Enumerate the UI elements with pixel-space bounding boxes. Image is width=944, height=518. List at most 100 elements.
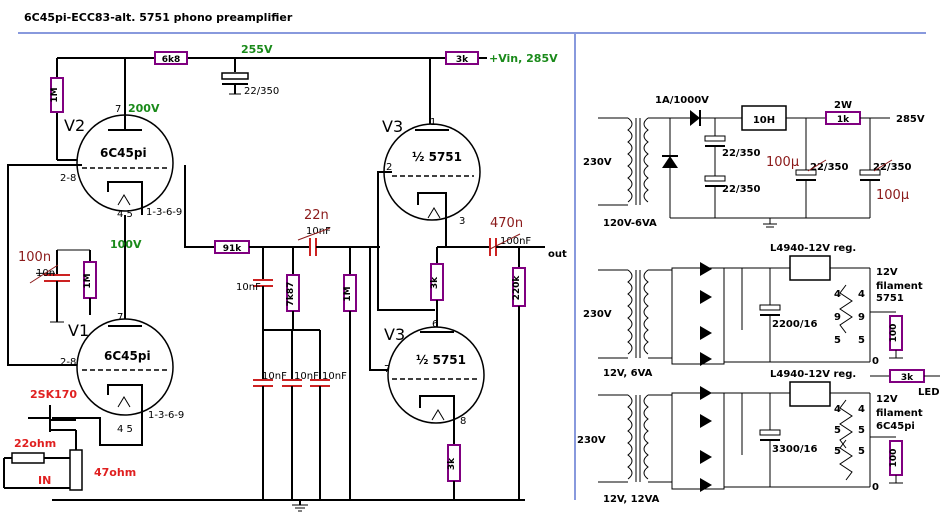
svg-text:8: 8 (460, 416, 466, 427)
svg-text:2200/16: 2200/16 (772, 319, 817, 330)
svg-text:3k: 3k (447, 457, 457, 470)
diagram-title: 6C45pi-ECC83-alt. 5751 phono preamplifie… (24, 11, 293, 24)
svg-text:3k: 3k (456, 55, 469, 65)
svg-text:100: 100 (889, 324, 899, 343)
svg-text:4: 4 (834, 404, 841, 415)
svg-text:100: 100 (889, 449, 899, 468)
svg-text:V1: V1 (68, 321, 89, 340)
tube-v2: V2 6C45pi 7 200V 2-8 1-3-6-9 4 5 (60, 90, 182, 220)
svg-text:IN: IN (38, 474, 51, 487)
svg-text:2-8: 2-8 (60, 357, 76, 368)
cap-10nf-strike: 10nF (306, 226, 331, 237)
svg-text:7: 7 (384, 364, 390, 375)
preamp-section: 6k8 3k 255V +Vin, 285V 22/350 1M V2 (3, 43, 567, 512)
svg-text:220k: 220k (512, 275, 522, 301)
psu-filament-5751: 230V 12V, 6VA L4940-12V reg. 2200/16 12V… (583, 243, 923, 379)
svg-text:4 5: 4 5 (117, 209, 133, 220)
cap-100n-hand: 100n (18, 250, 51, 265)
svg-text:1k: 1k (837, 115, 850, 125)
cap-22n-hand: 22n (304, 208, 329, 223)
svg-text:5: 5 (834, 446, 841, 457)
svg-text:230V: 230V (577, 435, 606, 446)
svg-text:230V: 230V (583, 309, 612, 320)
cap-100u-hand-b: 100µ (876, 188, 909, 203)
svg-text:12V, 6VA: 12V, 6VA (603, 368, 653, 379)
svg-text:3300/16: 3300/16 (772, 444, 817, 455)
svg-text:3: 3 (459, 216, 465, 227)
cap-100u-hand-a: 100µ (766, 155, 799, 170)
svg-text:0: 0 (872, 356, 879, 367)
svg-text:5: 5 (834, 425, 841, 436)
svg-text:22/350: 22/350 (722, 148, 760, 159)
svg-text:2W: 2W (834, 100, 852, 111)
svg-text:6C45pi: 6C45pi (100, 146, 147, 160)
resistor-3k-mid: 3k (430, 263, 444, 301)
svg-text:filament: filament (876, 281, 923, 292)
svg-text:47ohm: 47ohm (94, 466, 136, 479)
svg-text:1: 1 (430, 117, 436, 128)
tube-v3-bottom: V3 ½ 5751 6 7 8 (384, 319, 485, 427)
svg-text:2-8: 2-8 (60, 173, 76, 184)
svg-text:V2: V2 (64, 116, 85, 135)
svg-text:6C45pi: 6C45pi (104, 349, 151, 363)
svg-text:½ 5751: ½ 5751 (412, 150, 462, 164)
svg-text:L4940-12V reg.: L4940-12V reg. (770, 243, 856, 254)
svg-text:9: 9 (834, 312, 841, 323)
svg-text:6: 6 (432, 319, 438, 330)
svg-text:5: 5 (858, 446, 865, 457)
svg-text:1M: 1M (343, 286, 353, 301)
resistor-91k: 91k (214, 240, 250, 254)
voltage-255: 255V (241, 43, 273, 56)
svg-text:285V: 285V (896, 114, 925, 125)
cap-10nf-riaa-c: 10nF (294, 371, 319, 382)
resistor-1m-grid: 1M (83, 261, 97, 299)
svg-text:filament: filament (876, 408, 923, 419)
svg-text:7k87: 7k87 (286, 282, 296, 307)
svg-text:22ohm: 22ohm (14, 437, 56, 450)
svg-text:7: 7 (115, 104, 121, 115)
svg-text:3k: 3k (901, 373, 914, 383)
svg-text:5751: 5751 (876, 293, 904, 304)
psu-filament-6c45pi: 230V 12V, 12VA L4940-12V reg. 3300/16 12… (577, 369, 940, 505)
svg-text:6C45pi: 6C45pi (876, 421, 915, 432)
svg-text:7: 7 (117, 312, 123, 323)
voltage-100: 100V (110, 238, 142, 251)
svg-text:22/350: 22/350 (873, 162, 911, 173)
cap-10nf-riaa-b: 10nF (262, 371, 287, 382)
svg-text:1-3-6-9: 1-3-6-9 (148, 410, 184, 421)
svg-text:LED: LED (918, 387, 940, 398)
svg-text:5: 5 (858, 425, 865, 436)
svg-text:22/350: 22/350 (244, 86, 279, 97)
cap-10nf-riaa-d: 10nF (322, 371, 347, 382)
svg-text:0: 0 (872, 482, 879, 493)
svg-text:½ 5751: ½ 5751 (416, 353, 466, 367)
svg-text:4: 4 (834, 289, 841, 300)
tube-v1: V1 6C45pi 7 2-8 1-3-6-9 4 5 (60, 312, 184, 435)
resistor-1m-anode: 1M (50, 77, 64, 113)
resistor-3k-cathode: 3k (447, 444, 461, 482)
svg-text:12V: 12V (876, 394, 898, 405)
svg-text:22/350: 22/350 (722, 184, 760, 195)
svg-text:4: 4 (858, 289, 865, 300)
resistor-7k87: 7k87 (286, 274, 300, 312)
svg-text:1M: 1M (83, 273, 93, 288)
fet-input-stage: 2SK170 22ohm 47ohm IN (3, 388, 136, 491)
svg-text:2: 2 (386, 162, 392, 173)
svg-text:1M: 1M (50, 87, 60, 102)
cap-100nf-strike: 100nF (500, 236, 531, 247)
cap-10nf-riaa-a: 10nF (236, 282, 261, 293)
svg-text:2SK170: 2SK170 (30, 388, 77, 401)
svg-text:V3: V3 (384, 325, 405, 344)
svg-text:230V: 230V (583, 157, 612, 168)
svg-text:91k: 91k (223, 244, 243, 254)
svg-text:V3: V3 (382, 117, 403, 136)
svg-text:12V: 12V (876, 267, 898, 278)
svg-text:5: 5 (858, 335, 865, 346)
resistor-1m-v3-grid: 1M (343, 274, 357, 312)
resistor-6k8: 6k8 (154, 51, 188, 65)
capacitor-22-350: 22/350 (221, 72, 279, 97)
vin-label: +Vin, 285V (489, 52, 558, 65)
psu-ht-section: 230V 120V-6VA 1A/1000V 10H 1k 2W 285V 22… (583, 95, 925, 229)
svg-text:10H: 10H (753, 115, 775, 126)
svg-text:9: 9 (858, 312, 865, 323)
